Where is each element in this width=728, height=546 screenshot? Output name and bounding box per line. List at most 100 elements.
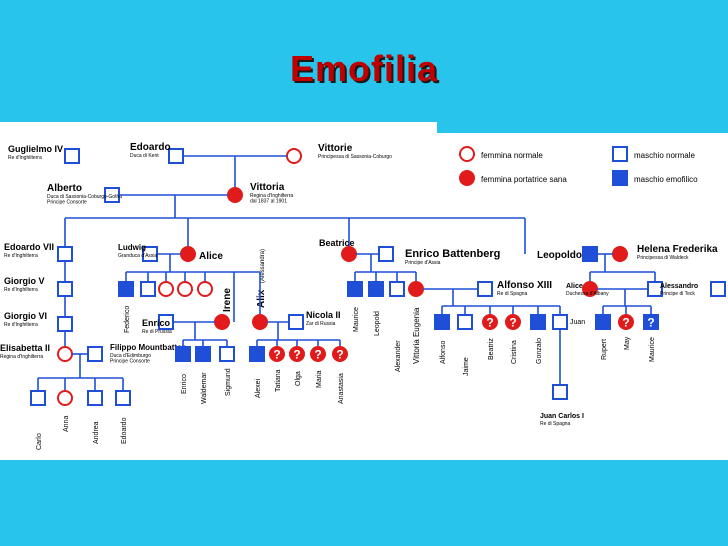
female-symbol [505, 314, 521, 330]
person-name: Leopold [374, 311, 381, 336]
male-symbol [368, 281, 384, 297]
male-symbol [595, 314, 611, 330]
male-symbol [710, 281, 726, 297]
person-name: Enrico [142, 318, 171, 328]
female-symbol [269, 346, 285, 362]
unknown-mark: ? [336, 348, 343, 362]
person-name: Carlo [36, 433, 43, 450]
male-symbol [115, 390, 131, 406]
unknown-mark: ? [293, 348, 300, 362]
person-name: Sigmund [225, 368, 232, 396]
female-symbol [332, 346, 348, 362]
person-subtitle: Re d'Inghilterra [4, 322, 38, 328]
person-subtitle: Regina d'Inghilterra [250, 193, 293, 199]
person-subtitle: Principe di Teck [660, 291, 695, 297]
female-symbol [408, 281, 424, 297]
male-symbol [582, 246, 598, 262]
male-symbol [57, 316, 73, 332]
person-name: Alice [199, 251, 223, 262]
male-symbol [168, 148, 184, 164]
person-name: Jaime [463, 357, 470, 376]
female-symbol [618, 314, 634, 330]
person-name: Maurice [353, 307, 360, 332]
person-name: Enrico [181, 374, 188, 394]
person-name: Vittoria Eugenia [412, 307, 421, 364]
male-symbol [249, 346, 265, 362]
person-name: Maurice [649, 337, 656, 362]
male-symbol [378, 246, 394, 262]
person-name: Anastasia [338, 373, 345, 404]
person-name: Ludwig [118, 243, 146, 252]
person-name: Helena Frederika [637, 244, 718, 255]
male-symbol [30, 390, 46, 406]
unknown-mark: ? [486, 316, 493, 330]
male-symbol [612, 170, 628, 186]
person-subtitle: Granduca d'Assia [118, 253, 158, 259]
person-name: Alessandro [660, 283, 698, 290]
male-symbol [552, 384, 568, 400]
person-name: Waldemar [201, 372, 208, 404]
person-subtitle: (Alessandra) [260, 249, 266, 283]
person-name: Giorgio V [4, 276, 45, 286]
male-symbol [195, 346, 211, 362]
unknown-mark: ? [273, 348, 280, 362]
female-symbol [180, 246, 196, 262]
female-symbol [286, 148, 302, 164]
person-subtitle: Re d'Inghilterra [8, 155, 42, 161]
female-symbol [57, 346, 73, 362]
person-name: Alice [566, 283, 583, 290]
female-symbol [612, 246, 628, 262]
person-subtitle: Re di Spagna [497, 291, 528, 297]
person-name: Alfonso XIII [497, 280, 552, 291]
person-subtitle: Duca di Kent [130, 153, 159, 159]
person-name: Federico [124, 306, 131, 333]
male-symbol [434, 314, 450, 330]
legend-label: femmina normale [481, 151, 543, 160]
male-symbol [87, 346, 103, 362]
unknown-mark: ? [314, 348, 321, 362]
male-symbol [389, 281, 405, 297]
female-symbol [177, 281, 193, 297]
person-name: Alfonso [440, 341, 447, 364]
person-name: Andrea [93, 421, 100, 444]
male-symbol [288, 314, 304, 330]
person-name: Alexei [255, 378, 262, 398]
person-name: Tatiana [275, 369, 282, 392]
male-symbol [140, 281, 156, 297]
person-name: Alexander [395, 340, 402, 372]
person-subtitle: Principe d'Assia [405, 260, 441, 266]
person-subtitle: Zar di Russia [306, 321, 336, 327]
person-subtitle: Duchessa d'Albany [566, 291, 609, 297]
person-name: Anna [63, 416, 70, 432]
person-name: Nicola II [306, 310, 341, 320]
person-subtitle: Duca d'Edimburgo [110, 353, 151, 359]
male-symbol [477, 281, 493, 297]
person-name: Irene [222, 288, 233, 312]
unknown-mark: ? [622, 316, 629, 330]
male-symbol [57, 281, 73, 297]
person-name: Olga [295, 371, 302, 386]
person-subtitle: Principe Consorte [110, 359, 150, 365]
female-symbol [252, 314, 268, 330]
male-symbol [219, 346, 235, 362]
person-name: Juan Carlos I [540, 413, 584, 420]
unknown-mark: ? [647, 316, 654, 330]
female-symbol [214, 314, 230, 330]
person-name: Gonzalo [536, 338, 543, 364]
person-name: Leopoldo [537, 250, 582, 261]
person-subtitle: Principe Consorte [47, 200, 87, 206]
male-symbol [643, 314, 659, 330]
female-symbol [197, 281, 213, 297]
person-name: Edoardo [130, 142, 171, 153]
female-symbol [341, 246, 357, 262]
person-name: Juan [570, 319, 585, 326]
male-symbol [530, 314, 546, 330]
person-subtitle: Re d'Inghilterra [4, 287, 38, 293]
person-name: Enrico Battenberg [405, 248, 500, 260]
female-symbol [459, 146, 475, 162]
male-symbol [347, 281, 363, 297]
person-subtitle: dal 1837 al 1901 [250, 199, 287, 205]
person-name: Maria [316, 370, 323, 388]
female-symbol [289, 346, 305, 362]
